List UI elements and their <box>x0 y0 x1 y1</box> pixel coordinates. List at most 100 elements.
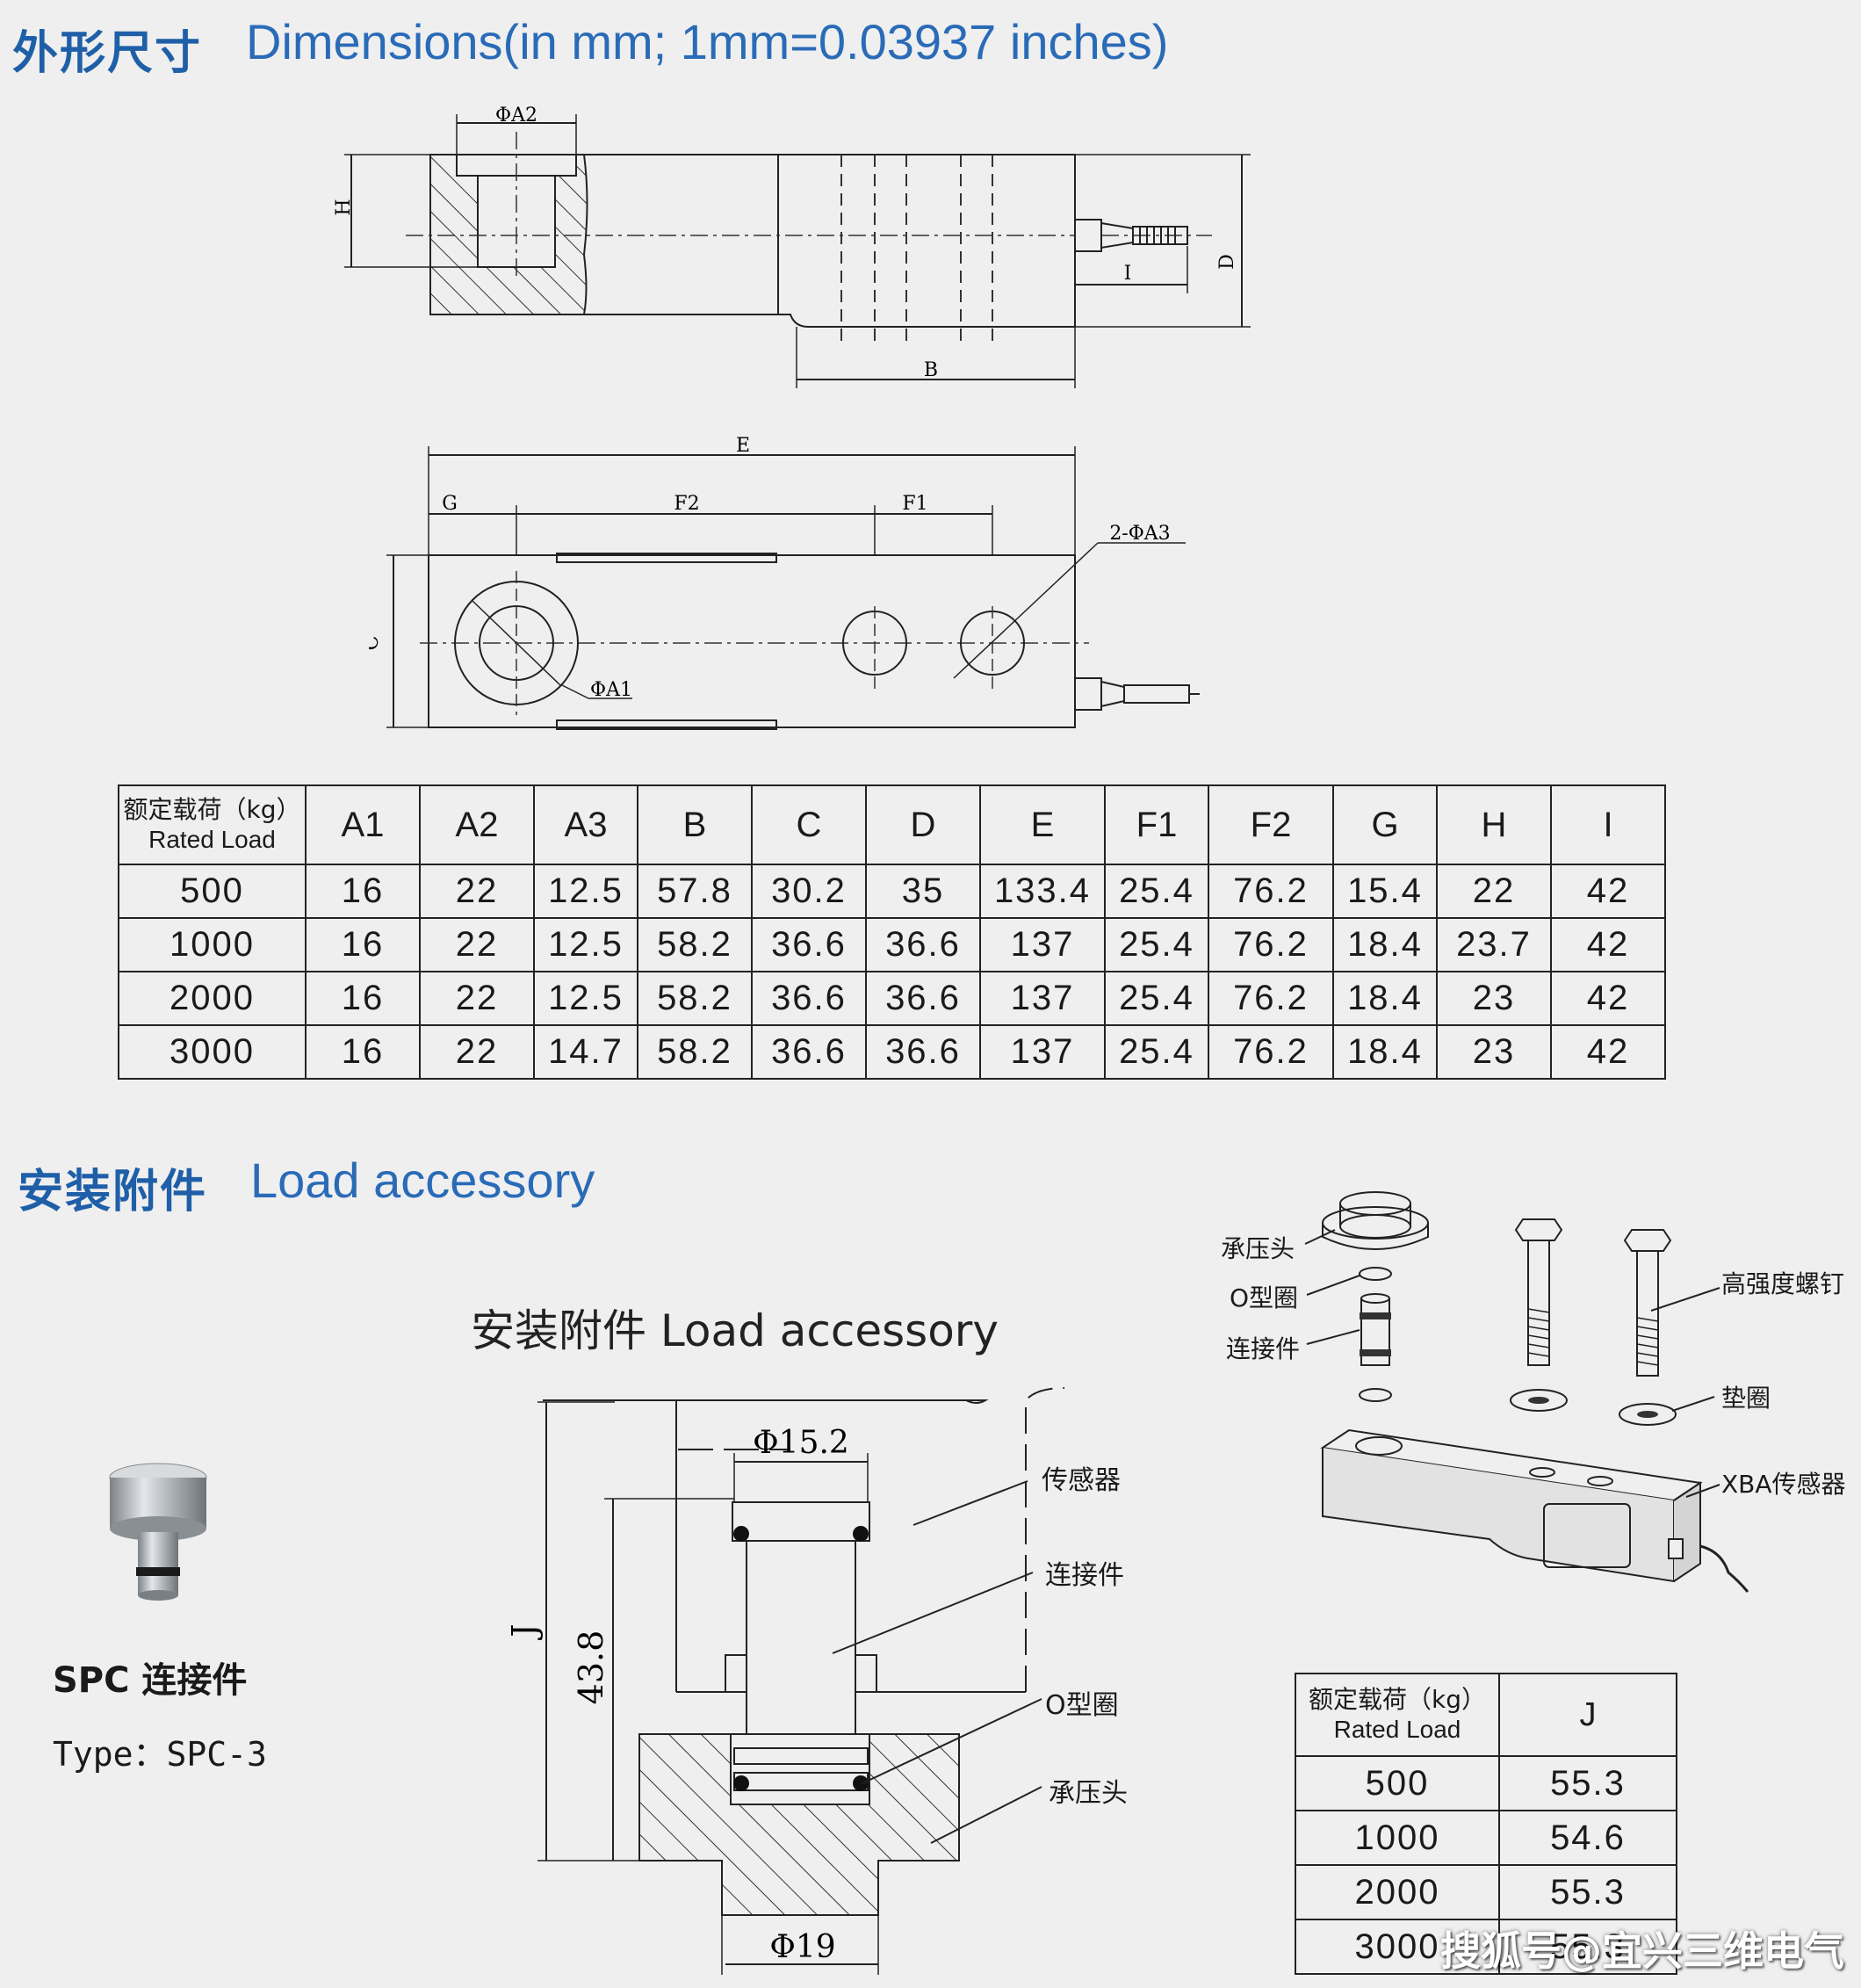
col-header-F1: F1 <box>1104 784 1209 865</box>
table-cell: 57.8 <box>637 864 753 919</box>
exp-label-washer: 垫圈 <box>1721 1384 1771 1413</box>
label-B: B <box>924 359 938 381</box>
exp-label-oring: O型圈 <box>1230 1283 1299 1312</box>
table-cell: 137 <box>979 1024 1106 1080</box>
table-cell: 36.6 <box>751 971 867 1026</box>
table-row: 500 16 22 12.5 57.8 30.2 35 133.4 25.4 7… <box>118 864 1666 919</box>
col-header-B: B <box>637 784 753 865</box>
exp-label-bolt: 高强度螺钉 <box>1721 1269 1845 1298</box>
table-cell: 22 <box>1436 864 1552 919</box>
table-cell: 76.2 <box>1208 864 1334 919</box>
table-row: 1000 54.6 <box>1295 1810 1677 1866</box>
table-cell: 3000 <box>118 1024 307 1080</box>
label-C: C <box>369 636 383 651</box>
table-cell: 55.3 <box>1498 1755 1677 1811</box>
table-cell: 500 <box>118 864 307 919</box>
label-I: I <box>1124 263 1132 285</box>
table-row: 3000 16 22 14.7 58.2 36.6 36.6 137 25.4 … <box>118 1024 1666 1080</box>
label-F2: F2 <box>674 493 699 515</box>
spc-type: Type：SPC-3 <box>53 1735 267 1774</box>
j-rated-load-header: 额定载荷（kg） Rated Load <box>1295 1673 1500 1757</box>
table-cell: 35 <box>865 864 981 919</box>
col-header-I: I <box>1550 784 1666 865</box>
table-cell: 36.6 <box>865 1024 981 1080</box>
table-cell: 16 <box>305 917 421 972</box>
acc-label-connector: 连接件 <box>1045 1560 1124 1591</box>
table-cell: 133.4 <box>979 864 1106 919</box>
table-cell: 1000 <box>118 917 307 972</box>
table-cell: 3000 <box>1295 1919 1500 1975</box>
j-header-en: Rated Load <box>1333 1716 1461 1743</box>
table-cell: 16 <box>305 1024 421 1080</box>
j-dimension-table: 额定载荷（kg） Rated Load J 500 55.3 1000 54.6… <box>1295 1673 1677 1975</box>
col-header-C: C <box>751 784 867 865</box>
table-cell: 25.4 <box>1104 1024 1209 1080</box>
label-phi15: Φ15.2 <box>753 1425 849 1461</box>
acc-label-sensor: 传感器 <box>1042 1465 1121 1496</box>
j-col-header: J <box>1498 1673 1677 1757</box>
exp-label-connector: 连接件 <box>1226 1334 1301 1363</box>
table-cell: 22 <box>419 917 535 972</box>
label-phiA2: ΦA2 <box>495 105 537 127</box>
table-cell: 36.6 <box>865 971 981 1026</box>
label-D: D <box>1216 254 1238 270</box>
rated-load-header-cn: 额定载荷（kg） <box>123 795 301 824</box>
col-header-A3: A3 <box>533 784 638 865</box>
table-cell: 22 <box>419 864 535 919</box>
spc-connector-photo <box>109 1463 207 1601</box>
table-cell: 42 <box>1550 971 1666 1026</box>
table-cell: 137 <box>979 917 1106 972</box>
j-header-row: 额定载荷（kg） Rated Load J <box>1295 1673 1677 1757</box>
table-cell: 42 <box>1550 917 1666 972</box>
table-cell: 23 <box>1436 971 1552 1026</box>
label-phiA1: ΦA1 <box>590 679 632 701</box>
col-header-D: D <box>865 784 981 865</box>
table-cell: 1000 <box>1295 1810 1500 1866</box>
table-cell: 16 <box>305 971 421 1026</box>
dimensions-table: 额定载荷（kg） Rated Load A1 A2 A3 B C D E F1 … <box>118 784 1666 1080</box>
table-cell: 36.6 <box>865 917 981 972</box>
table-cell: 23 <box>1436 1024 1552 1080</box>
table-cell: 25.4 <box>1104 864 1209 919</box>
spc-title: SPC 连接件 <box>53 1660 248 1701</box>
plan-view-drawing: E G F2 F1 ΦA1 2-ΦA3 C <box>369 435 1200 730</box>
table-cell: 58.2 <box>637 1024 753 1080</box>
section2-title-en: Load accessory <box>250 1153 595 1208</box>
rated-load-header-en: Rated Load <box>148 826 276 853</box>
table-cell: 22 <box>419 971 535 1026</box>
table-cell: 15.4 <box>1332 864 1438 919</box>
accessory-caption: 安装附件 Load accessory <box>471 1305 999 1356</box>
label-phiA3: 2-ΦA3 <box>1109 523 1170 545</box>
j-header-cn: 额定载荷（kg） <box>1309 1685 1486 1714</box>
table-cell: 25.4 <box>1104 971 1209 1026</box>
table-cell: 18.4 <box>1332 971 1438 1026</box>
table-cell: 22 <box>419 1024 535 1080</box>
table-cell: 55.3 <box>1498 1919 1677 1975</box>
rated-load-header: 额定载荷（kg） Rated Load <box>118 784 307 865</box>
watermark: 搜狐号@宜兴三维电气 <box>1440 1927 1844 1975</box>
table-cell: 54.6 <box>1498 1810 1677 1866</box>
table-cell: 14.7 <box>533 1024 638 1080</box>
acc-label-oring: O型圈 <box>1045 1690 1119 1721</box>
col-header-E: E <box>979 784 1106 865</box>
table-cell: 55.3 <box>1498 1864 1677 1920</box>
section-title-cn: 外形尺寸 <box>12 27 203 80</box>
table-cell: 12.5 <box>533 864 638 919</box>
table-cell: 12.5 <box>533 917 638 972</box>
table-row: 2000 16 22 12.5 58.2 36.6 36.6 137 25.4 … <box>118 971 1666 1026</box>
col-header-G: G <box>1332 784 1438 865</box>
table-cell: 137 <box>979 971 1106 1026</box>
table-row: 1000 16 22 12.5 58.2 36.6 36.6 137 25.4 … <box>118 917 1666 972</box>
table-cell: 42 <box>1550 864 1666 919</box>
table-cell: 36.6 <box>751 1024 867 1080</box>
table-cell: 500 <box>1295 1755 1500 1811</box>
label-E: E <box>736 435 750 457</box>
table-cell: 36.6 <box>751 917 867 972</box>
exploded-assembly-drawing <box>1304 1191 1749 1593</box>
dimensions-header-row: 额定载荷（kg） Rated Load A1 A2 A3 B C D E F1 … <box>118 784 1666 865</box>
label-43-8: 43.8 <box>572 1630 610 1705</box>
table-row: 500 55.3 <box>1295 1755 1677 1811</box>
accessory-section-drawing: Φ15.2 Φ19 J 43.8 <box>509 1387 1065 1975</box>
col-header-F2: F2 <box>1208 784 1334 865</box>
table-row: 2000 55.3 <box>1295 1864 1677 1920</box>
